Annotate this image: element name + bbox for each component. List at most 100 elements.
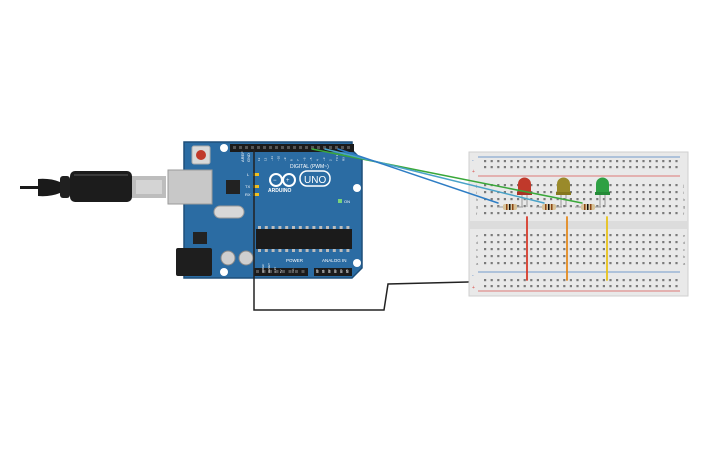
breadboard-hole[interactable] [484,234,487,237]
breadboard-hole[interactable] [510,198,513,201]
breadboard-hole[interactable] [655,262,658,265]
breadboard-hole[interactable] [596,241,599,244]
breadboard-hole[interactable] [668,234,671,237]
breadboard-hole[interactable] [583,279,586,282]
breadboard-hole[interactable] [662,212,665,215]
breadboard-hole[interactable] [517,262,520,265]
breadboard-hole[interactable] [616,248,619,251]
breadboard-hole[interactable] [576,285,579,288]
breadboard-hole[interactable] [550,166,553,169]
breadboard-hole[interactable] [490,212,493,215]
breadboard-hole[interactable] [576,184,579,187]
breadboard-hole[interactable] [642,285,645,288]
wire-green[interactable] [311,148,583,204]
breadboard-hole[interactable] [642,279,645,282]
resistor-3[interactable] [575,204,601,210]
breadboard-hole[interactable] [550,191,553,194]
breadboard-hole[interactable] [662,248,665,251]
breadboard-hole[interactable] [655,234,658,237]
breadboard-hole[interactable] [583,285,586,288]
breadboard-hole[interactable] [576,234,579,237]
breadboard-hole[interactable] [609,279,612,282]
header-hole[interactable] [323,146,326,149]
breadboard-hole[interactable] [649,285,652,288]
breadboard-hole[interactable] [609,234,612,237]
breadboard-hole[interactable] [616,198,619,201]
breadboard-hole[interactable] [629,166,632,169]
breadboard-hole[interactable] [622,234,625,237]
breadboard-hole[interactable] [523,234,526,237]
breadboard-hole[interactable] [556,212,559,215]
header-hole[interactable] [328,270,331,273]
breadboard-hole[interactable] [490,241,493,244]
reset-button-cap[interactable] [196,150,206,160]
breadboard-hole[interactable] [490,279,493,282]
header-hole[interactable] [334,270,337,273]
breadboard-hole[interactable] [635,212,638,215]
breadboard-hole[interactable] [503,241,506,244]
power-header[interactable] [254,268,308,276]
breadboard-hole[interactable] [497,262,500,265]
breadboard-hole[interactable] [503,166,506,169]
breadboard-hole[interactable] [530,262,533,265]
wire-teal[interactable] [324,148,545,204]
breadboard-hole[interactable] [642,212,645,215]
breadboard-hole[interactable] [675,160,678,163]
led-yellow[interactable] [556,177,571,208]
breadboard-hole[interactable] [536,279,539,282]
header-hole[interactable] [322,270,325,273]
breadboard-hole[interactable] [596,255,599,258]
breadboard-hole[interactable] [616,234,619,237]
breadboard-hole[interactable] [668,279,671,282]
breadboard-hole[interactable] [510,248,513,251]
breadboard-hole[interactable] [550,198,553,201]
breadboard-hole[interactable] [556,285,559,288]
breadboard-hole[interactable] [563,255,566,258]
breadboard-hole[interactable] [649,279,652,282]
breadboard-hole[interactable] [497,205,500,208]
breadboard-hole[interactable] [517,255,520,258]
breadboard-hole[interactable] [503,234,506,237]
breadboard-hole[interactable] [569,262,572,265]
breadboard-hole[interactable] [517,205,520,208]
resistors[interactable] [497,204,601,210]
breadboard-hole[interactable] [523,262,526,265]
breadboard-hole[interactable] [583,262,586,265]
breadboard-hole[interactable] [484,160,487,163]
breadboard-hole[interactable] [550,285,553,288]
breadboard-hole[interactable] [484,279,487,282]
breadboard-hole[interactable] [622,262,625,265]
breadboard-hole[interactable] [530,248,533,251]
breadboard-hole[interactable] [589,184,592,187]
breadboard-hole[interactable] [635,184,638,187]
breadboard-hole[interactable] [550,262,553,265]
breadboard-hole[interactable] [510,191,513,194]
breadboard-hole[interactable] [523,285,526,288]
breadboard-hole[interactable] [503,255,506,258]
breadboard-hole[interactable] [655,166,658,169]
breadboard-hole[interactable] [642,248,645,251]
breadboard-hole[interactable] [569,205,572,208]
breadboard-hole[interactable] [536,205,539,208]
breadboard-hole[interactable] [602,212,605,215]
breadboard-hole[interactable] [622,205,625,208]
breadboard-hole[interactable] [596,234,599,237]
breadboard-hole[interactable] [655,248,658,251]
breadboard-hole[interactable] [655,241,658,244]
breadboard-hole[interactable] [543,285,546,288]
breadboard-hole[interactable] [563,205,566,208]
breadboard-hole[interactable] [563,160,566,163]
breadboard-hole[interactable] [490,198,493,201]
breadboard-hole[interactable] [484,191,487,194]
breadboard-hole[interactable] [583,184,586,187]
breadboard-hole[interactable] [510,160,513,163]
breadboard-hole[interactable] [629,241,632,244]
breadboard-hole[interactable] [530,255,533,258]
header-hole[interactable] [295,270,298,273]
analog-header[interactable] [314,268,352,276]
breadboard-hole[interactable] [510,285,513,288]
breadboard-hole[interactable] [583,234,586,237]
breadboard-hole[interactable] [635,166,638,169]
breadboard-hole[interactable] [596,205,599,208]
breadboard-hole[interactable] [596,212,599,215]
